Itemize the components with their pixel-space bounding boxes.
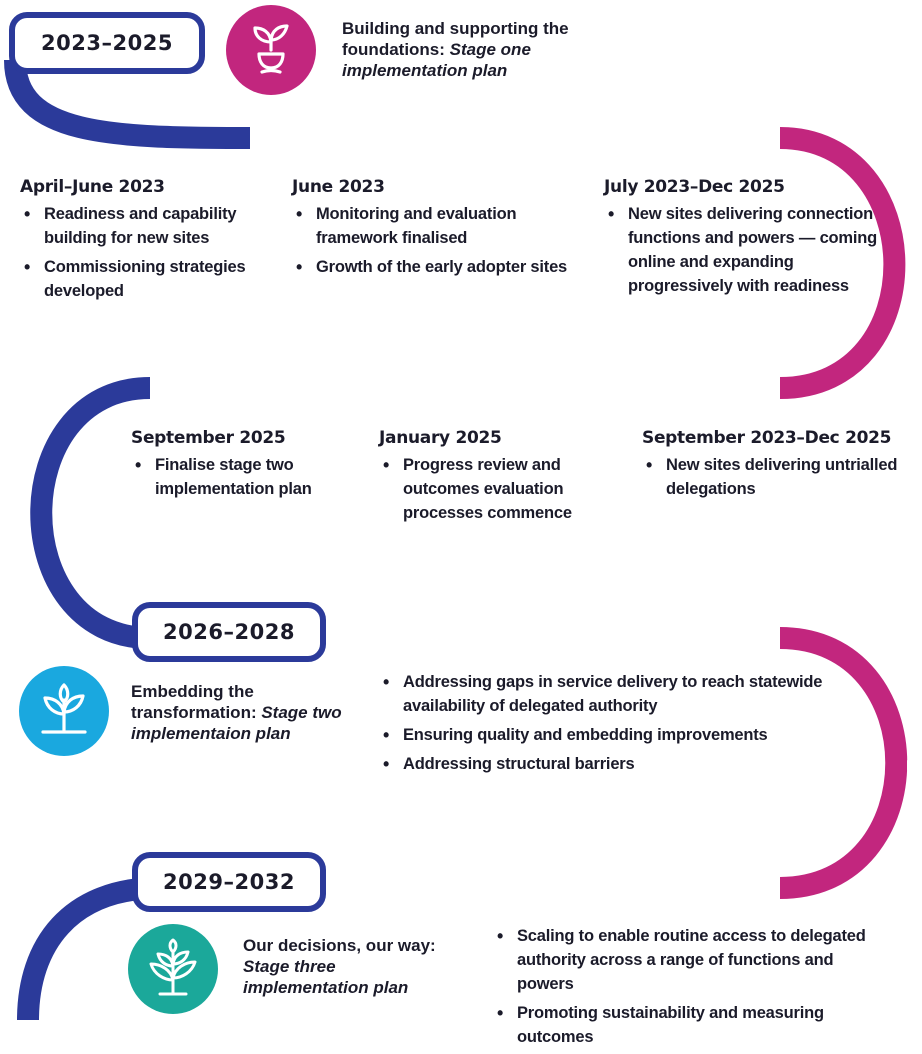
period-box-stage-two: 2026–2028 <box>132 602 326 662</box>
milestone-september-2023-dec-2025: September 2023–Dec 2025 New sites delive… <box>642 427 912 506</box>
stage-three-title: Our decisions, our way: Stage three impl… <box>243 936 436 997</box>
road-segment-1 <box>4 59 251 149</box>
seedling-icon <box>226 5 316 95</box>
list-item: New sites delivering connection function… <box>604 202 894 298</box>
sprout-plant-icon <box>19 666 109 756</box>
list-item: Monitoring and evaluation framework fina… <box>292 202 577 250</box>
milestone-date: July 2023–Dec 2025 <box>604 177 785 197</box>
milestone-july-2023-dec-2025: July 2023–Dec 2025 New sites delivering … <box>604 176 894 303</box>
list-item: Finalise stage two implementation plan <box>131 453 356 501</box>
milestone-april-june-2023: April–June 2023 Readiness and capability… <box>20 176 265 308</box>
milestone-june-2023: June 2023 Monitoring and evaluation fram… <box>292 176 577 284</box>
milestone-date: June 2023 <box>292 177 385 197</box>
period-label: 2029–2032 <box>163 870 295 894</box>
milestone-date: September 2023–Dec 2025 <box>642 428 892 448</box>
list-item: Promoting sustainability and measuring o… <box>493 1001 893 1049</box>
milestone-date: April–June 2023 <box>20 177 165 197</box>
list-item: Commissioning strategies developed <box>20 255 265 303</box>
chevron-left-icon <box>448 377 470 399</box>
road-curve-left <box>30 377 151 649</box>
chevron-left-icon <box>460 877 482 899</box>
list-item: New sites delivering untrialled delegati… <box>642 453 912 501</box>
road-curve-right-2 <box>779 627 908 899</box>
milestone-date: September 2025 <box>131 428 286 448</box>
road-tail <box>17 877 161 1021</box>
chevron-right-icon <box>466 627 488 649</box>
list-item: Readiness and capability building for ne… <box>20 202 265 250</box>
list-item: Addressing structural barriers <box>379 752 839 776</box>
period-label: 2023–2025 <box>41 31 173 55</box>
list-item: Growth of the early adopter sites <box>292 255 577 279</box>
milestone-date: January 2025 <box>379 428 502 448</box>
period-label: 2026–2028 <box>163 620 295 644</box>
milestone-january-2025: January 2025 Progress review and outcome… <box>379 427 609 530</box>
road-curve-right-1 <box>779 127 906 399</box>
stage-two-title: Embedding the transformation: Stage two … <box>131 682 342 743</box>
chevron-down-icon <box>8 508 24 528</box>
period-box-stage-one: 2023–2025 <box>9 12 205 74</box>
chevron-right-icon <box>466 127 488 149</box>
milestone-september-2025: September 2025 Finalise stage two implem… <box>131 427 356 506</box>
stage-three-actions: Scaling to enable routine access to dele… <box>493 924 893 1054</box>
stage-two-actions: Addressing gaps in service delivery to r… <box>379 670 839 781</box>
stage-one-title: Building and supporting the foundations:… <box>342 19 569 80</box>
period-box-stage-three: 2029–2032 <box>132 852 326 912</box>
tree-icon <box>128 924 218 1014</box>
chevron-down-icon <box>907 760 922 780</box>
list-item: Progress review and outcomes evaluation … <box>379 453 609 525</box>
list-item: Scaling to enable routine access to dele… <box>493 924 893 996</box>
list-item: Ensuring quality and embedding improveme… <box>379 723 839 747</box>
list-item: Addressing gaps in service delivery to r… <box>379 670 839 718</box>
